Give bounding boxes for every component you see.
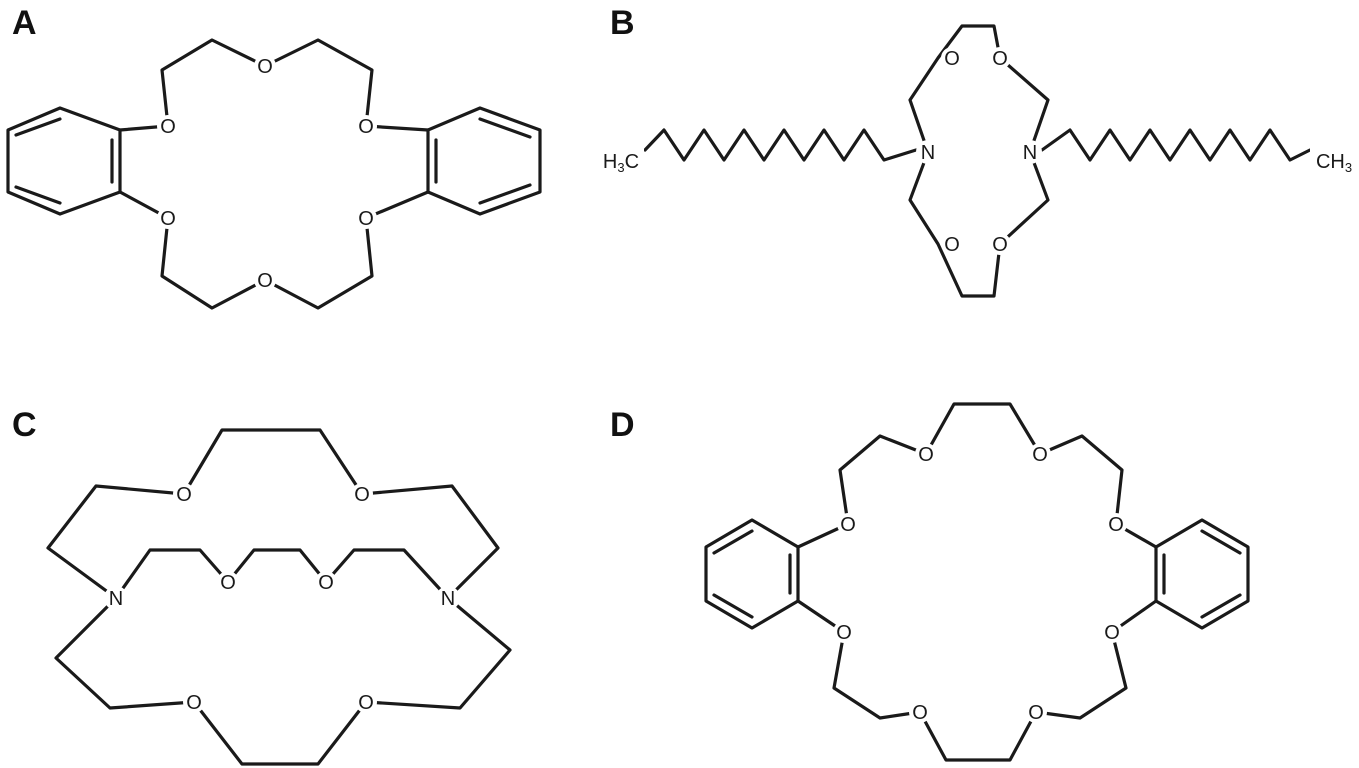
- panel-b-nitrogen-atoms: N N: [916, 140, 1042, 164]
- svg-text:O: O: [220, 572, 236, 594]
- svg-text:O: O: [160, 208, 176, 230]
- svg-text:O: O: [944, 234, 960, 256]
- oxygen-atom: O: [837, 513, 859, 536]
- oxygen-atom: O: [254, 269, 276, 292]
- oxygen-atom: O: [989, 47, 1011, 70]
- panel-a-oxygen-atoms: O O O O O O: [157, 55, 377, 292]
- svg-text:O: O: [912, 702, 928, 724]
- panel-d-crown-ring: [796, 402, 1158, 762]
- panel-d-left-benzene-ring: [704, 518, 800, 630]
- oxygen-atom: O: [915, 443, 937, 466]
- panel-b-macrocycle: [908, 24, 1050, 298]
- nitrogen-atom: N: [1018, 140, 1042, 164]
- panel-d-right-benzene-ring: [1154, 518, 1250, 630]
- panel-b-methyl-right: CH3: [1310, 144, 1358, 175]
- svg-text:O: O: [992, 234, 1008, 256]
- panel-c-label: C: [12, 406, 37, 444]
- oxygen-atom: O: [989, 233, 1011, 256]
- svg-text:O: O: [354, 484, 370, 506]
- svg-text:N: N: [441, 588, 455, 610]
- oxygen-atom: O: [1029, 443, 1051, 466]
- svg-text:O: O: [257, 270, 273, 292]
- svg-text:N: N: [921, 142, 935, 164]
- svg-text:O: O: [918, 444, 934, 466]
- oxygen-atom: O: [355, 207, 377, 230]
- svg-text:O: O: [944, 48, 960, 70]
- nitrogen-atom: N: [436, 586, 460, 610]
- panel-b: B N N O O O O H3C C: [598, 4, 1358, 298]
- panel-a-crown-ring: [118, 38, 430, 310]
- panel-b-left-alkyl-chain: [643, 128, 918, 162]
- panel-c-oxygen-atoms: O O O O O O: [173, 483, 377, 714]
- panel-a-label: A: [12, 4, 37, 42]
- svg-text:O: O: [840, 514, 856, 536]
- svg-text:O: O: [1028, 702, 1044, 724]
- svg-text:N: N: [109, 588, 123, 610]
- panel-b-methyl-left: H3C: [598, 144, 644, 175]
- oxygen-atom: O: [909, 701, 931, 724]
- oxygen-atom: O: [355, 691, 377, 714]
- svg-text:O: O: [318, 572, 334, 594]
- oxygen-atom: O: [833, 621, 855, 644]
- oxygen-atom: O: [941, 47, 963, 70]
- panel-b-right-alkyl-chain: [1040, 128, 1312, 162]
- oxygen-atom: O: [157, 207, 179, 230]
- svg-text:O: O: [186, 692, 202, 714]
- oxygen-atom: O: [173, 483, 195, 506]
- svg-text:O: O: [257, 56, 273, 78]
- oxygen-atom: O: [254, 55, 276, 78]
- oxygen-atom: O: [351, 483, 373, 506]
- panel-d: D O O O O O O O O: [610, 402, 1250, 762]
- svg-text:O: O: [160, 116, 176, 138]
- oxygen-atom: O: [157, 115, 179, 138]
- panel-a-left-benzene-ring: [6, 106, 122, 216]
- panel-a-right-benzene-ring: [426, 106, 542, 216]
- svg-text:O: O: [358, 116, 374, 138]
- panel-a: A O O O O O O: [6, 4, 542, 310]
- oxygen-atom: O: [1105, 513, 1127, 536]
- panel-c: C N N O O O O O O: [12, 406, 512, 766]
- oxygen-atom: O: [183, 691, 205, 714]
- panel-c-nitrogen-atoms: N N: [104, 586, 460, 610]
- panel-d-oxygen-atoms: O O O O O O O O: [833, 443, 1127, 724]
- panel-b-label: B: [610, 4, 635, 42]
- svg-text:CH3: CH3: [1316, 151, 1352, 175]
- svg-text:O: O: [836, 622, 852, 644]
- nitrogen-atom: N: [104, 586, 128, 610]
- svg-text:O: O: [1032, 444, 1048, 466]
- svg-text:O: O: [176, 484, 192, 506]
- panel-d-label: D: [610, 406, 635, 444]
- svg-text:O: O: [992, 48, 1008, 70]
- oxygen-atom: O: [355, 115, 377, 138]
- oxygen-atom: O: [217, 571, 239, 594]
- oxygen-atom: O: [941, 233, 963, 256]
- svg-text:H3C: H3C: [603, 151, 639, 175]
- panel-b-oxygen-atoms: O O O O: [941, 47, 1011, 256]
- svg-text:O: O: [1108, 514, 1124, 536]
- oxygen-atom: O: [315, 571, 337, 594]
- svg-text:N: N: [1023, 142, 1037, 164]
- nitrogen-atom: N: [916, 140, 940, 164]
- panel-c-cryptand-bonds: [46, 428, 512, 766]
- svg-text:O: O: [358, 208, 374, 230]
- svg-text:O: O: [358, 692, 374, 714]
- oxygen-atom: O: [1025, 701, 1047, 724]
- svg-text:O: O: [1104, 622, 1120, 644]
- oxygen-atom: O: [1101, 621, 1123, 644]
